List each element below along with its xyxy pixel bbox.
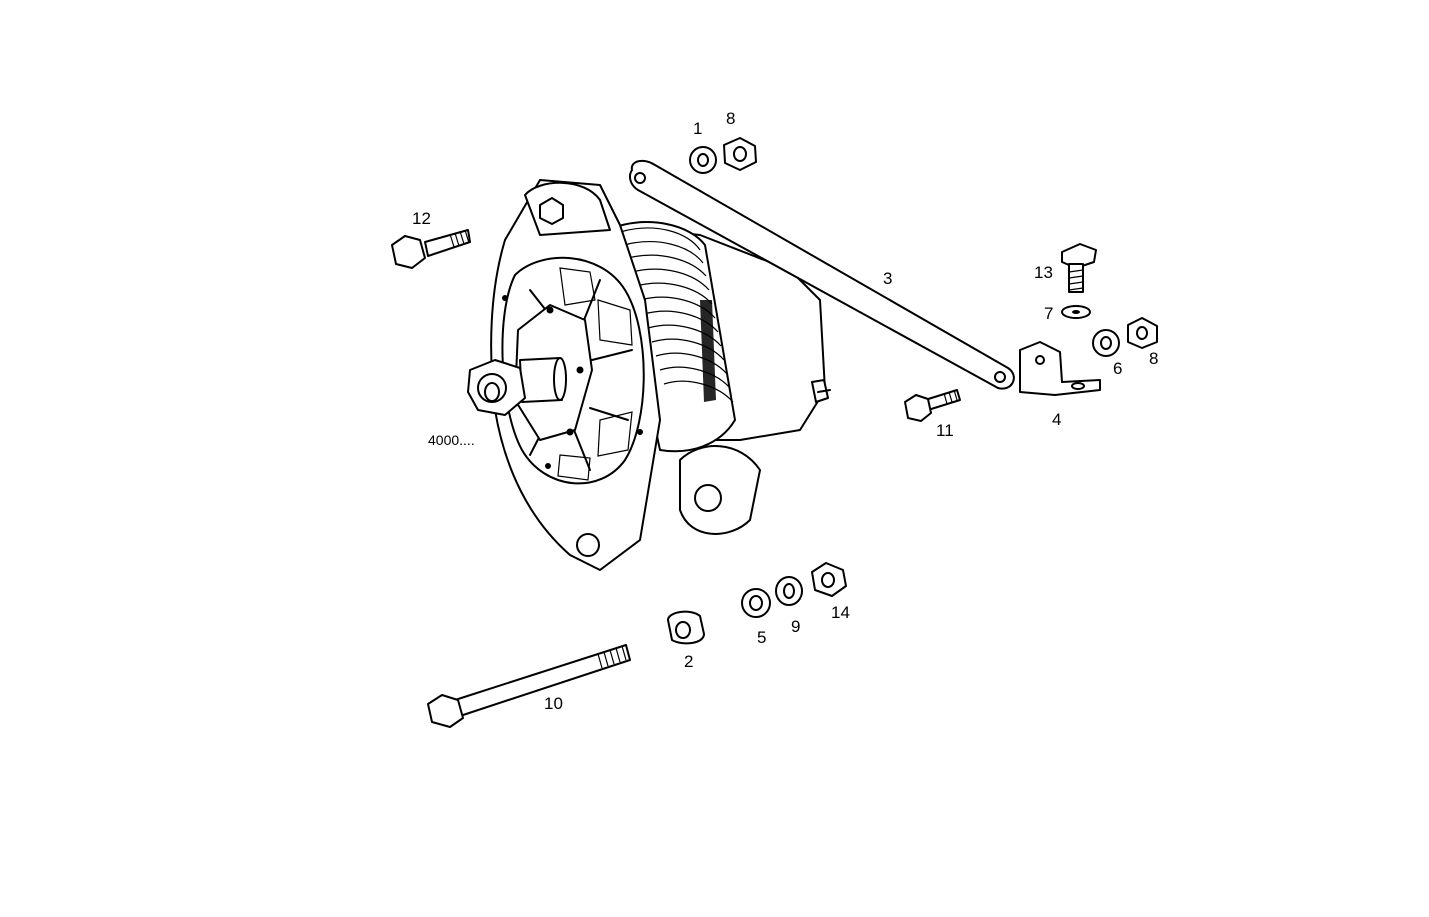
bolt-12 [391,229,471,269]
callout-7: 7 [1044,304,1054,323]
washer-5 [741,588,771,618]
angle-bracket [1019,341,1101,396]
callout-14: 14 [831,603,850,622]
bolt-10 [427,644,631,728]
washer-9 [775,576,803,606]
callout-6: 6 [1113,359,1123,378]
nut-8-right [1127,317,1158,349]
callout-10: 10 [544,694,563,713]
callout-8b: 8 [1149,349,1159,368]
spacer-2 [667,610,705,645]
adjusting-link [629,159,1015,390]
callout-8: 8 [726,109,736,128]
nut-14 [811,562,847,597]
callout-9: 9 [791,617,801,636]
callout-2: 2 [684,652,694,671]
washer-1 [689,146,717,174]
washer-7 [1061,305,1091,319]
bolt-13 [1061,243,1097,293]
callout-3: 3 [883,269,893,288]
callout-13: 13 [1034,263,1053,282]
callout-4000: 4000.... [428,432,475,448]
alternator [467,179,831,571]
callout-11: 11 [936,421,954,440]
nut-8-top [723,137,757,171]
callout-5: 5 [757,628,767,647]
washer-6 [1092,329,1120,357]
callout-4: 4 [1052,410,1062,429]
callout-12: 12 [412,209,431,228]
callout-1: 1 [693,119,703,138]
bolt-11 [904,389,961,422]
